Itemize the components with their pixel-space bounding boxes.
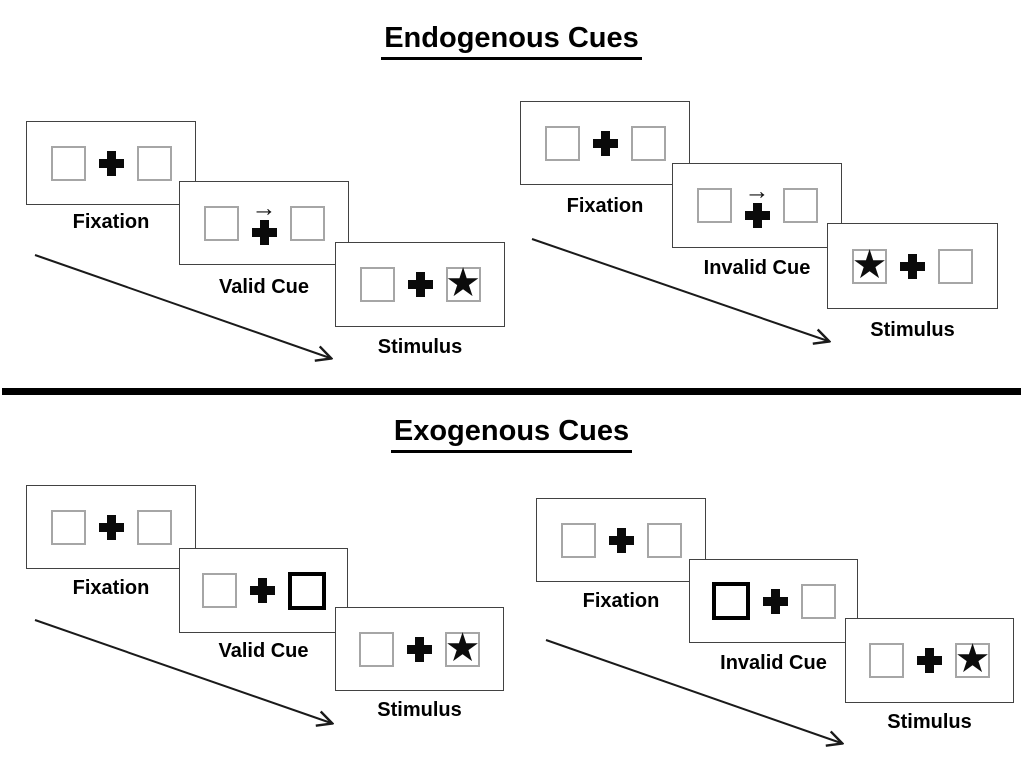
frame-label: Stimulus	[377, 699, 462, 721]
section-title-text: Endogenous Cues	[381, 22, 642, 60]
trial-frame-invalid-cue	[689, 559, 858, 643]
section-title-endogenous: Endogenous Cues	[0, 22, 1023, 60]
fixation-cross-icon	[592, 130, 618, 156]
trial-frame-stimulus: ★	[845, 618, 1014, 703]
fixation-cross-icon	[98, 514, 124, 540]
trial-frame-invalid-cue: →	[672, 163, 842, 248]
target-star-icon: ★	[445, 261, 481, 305]
right-placeholder-box	[630, 125, 666, 161]
trial-frame-stimulus: ★	[827, 223, 998, 309]
frame-label: Stimulus	[377, 336, 463, 358]
right-placeholder-box	[938, 248, 973, 284]
cue-arrow-icon: →	[744, 176, 770, 205]
fixation-cross-icon	[249, 578, 275, 603]
time-arrow-exogenous-valid	[34, 619, 331, 723]
left-placeholder-box	[201, 573, 237, 608]
left-placeholder-box	[203, 205, 239, 241]
left-placeholder-box	[869, 643, 904, 678]
time-arrow-endogenous-invalid	[531, 238, 828, 341]
cue-highlight-box	[287, 571, 326, 610]
center-stack	[249, 578, 275, 603]
target-star-box: ★	[954, 637, 991, 681]
left-placeholder-box	[359, 631, 394, 667]
trial-frame-stimulus: ★	[335, 607, 504, 691]
fixation-cross-icon	[98, 150, 124, 176]
center-stack: →	[251, 194, 277, 245]
trial-frame-fixation	[26, 121, 196, 205]
section-divider	[2, 388, 1021, 395]
target-star-icon: ★	[954, 637, 991, 681]
fixation-cross-icon	[744, 202, 770, 228]
fixation-cross-icon	[407, 636, 432, 662]
frame-label: Invalid Cue	[703, 257, 811, 279]
frame-label: Fixation	[582, 590, 660, 612]
center-stack	[608, 527, 634, 553]
cue-arrow-icon: →	[251, 194, 277, 222]
section-title-text: Exogenous Cues	[390, 415, 633, 453]
center-stack	[407, 636, 432, 662]
trial-frame-valid-cue	[179, 548, 348, 633]
center-stack	[407, 272, 433, 297]
right-placeholder-box	[646, 522, 682, 558]
time-arrow-endogenous-valid	[34, 254, 330, 358]
center-stack	[900, 253, 925, 279]
right-placeholder-box	[800, 583, 836, 619]
frame-label: Valid Cue	[218, 640, 309, 662]
frame-label: Fixation	[566, 195, 644, 217]
center-stack	[98, 150, 124, 176]
time-arrow-exogenous-invalid	[545, 639, 841, 743]
center-stack	[98, 514, 124, 540]
center-stack	[762, 588, 788, 614]
right-placeholder-box	[782, 188, 818, 223]
left-placeholder-box	[50, 145, 86, 181]
right-placeholder-box	[136, 145, 172, 181]
center-stack	[592, 130, 618, 156]
target-star-icon: ★	[851, 242, 888, 287]
frame-label: Fixation	[72, 577, 150, 599]
target-star-box: ★	[444, 625, 481, 670]
fixation-cross-icon	[900, 253, 925, 279]
frame-label: Stimulus	[870, 319, 955, 341]
frame-label: Invalid Cue	[720, 652, 827, 674]
trial-frame-fixation	[520, 101, 690, 185]
right-placeholder-box	[136, 509, 172, 545]
trial-frame-valid-cue: →	[179, 181, 349, 265]
section-title-exogenous: Exogenous Cues	[0, 415, 1023, 453]
target-star-box: ★	[851, 242, 888, 287]
frame-label: Fixation	[72, 211, 150, 233]
left-placeholder-box	[560, 522, 596, 558]
fixation-cross-icon	[762, 588, 788, 614]
fixation-cross-icon	[251, 220, 277, 245]
fixation-cross-icon	[407, 272, 433, 297]
frame-label: Valid Cue	[218, 276, 310, 298]
left-placeholder-box	[50, 509, 86, 545]
right-placeholder-box	[289, 205, 325, 241]
center-stack	[917, 648, 942, 673]
trial-frame-fixation	[26, 485, 196, 569]
left-placeholder-box	[359, 267, 395, 302]
left-placeholder-box	[696, 188, 732, 223]
center-stack: →	[744, 176, 770, 228]
target-star-icon: ★	[444, 625, 481, 670]
target-star-box: ★	[445, 261, 481, 305]
left-placeholder-box	[544, 125, 580, 161]
fixation-cross-icon	[917, 648, 942, 673]
trial-frame-fixation	[536, 498, 706, 582]
frame-label: Stimulus	[887, 711, 972, 733]
fixation-cross-icon	[608, 527, 634, 553]
trial-frame-stimulus: ★	[335, 242, 505, 327]
cue-highlight-box	[711, 582, 750, 620]
